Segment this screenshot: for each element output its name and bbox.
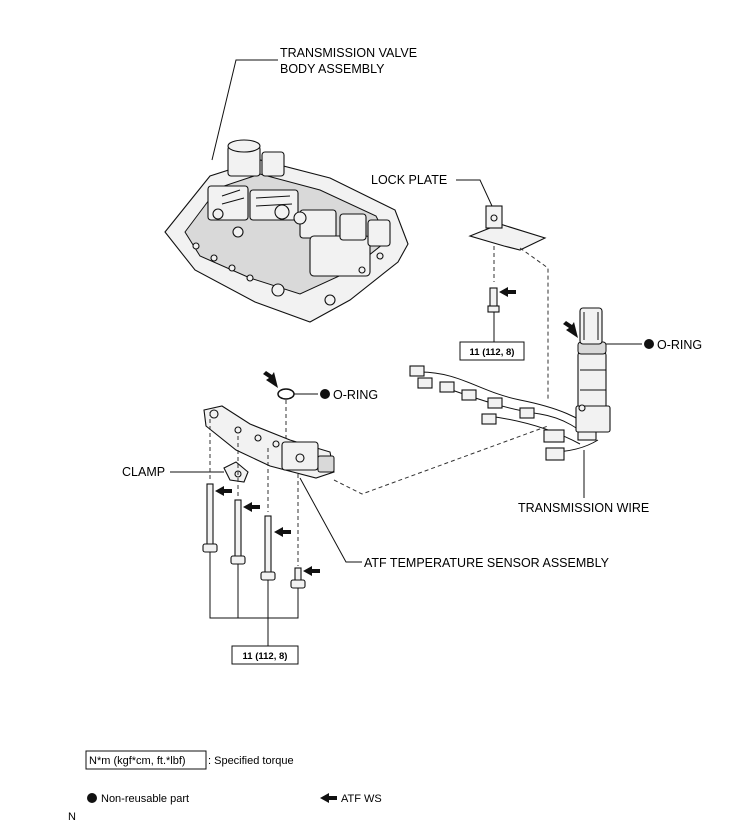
valve-body-label-line2: BODY ASSEMBLY	[280, 62, 385, 76]
transmission-wire-harness	[409, 307, 611, 461]
sensor-bolt-3	[260, 515, 276, 581]
lock-plate-torque: 11 (112, 8)	[470, 347, 515, 358]
atf-temperature-sensor	[203, 405, 335, 479]
atf-ws-arrow-icon	[499, 287, 516, 297]
sensor-bolt-2	[230, 499, 246, 565]
non-reusable-dot-icon	[320, 389, 330, 399]
lock-plate-label: LOCK PLATE	[371, 173, 447, 187]
atf-ws-arrow-icon	[215, 486, 232, 496]
lock-plate-bolt	[487, 287, 500, 313]
legend-torque-text: : Specified torque	[208, 755, 294, 767]
atf-ws-arrow-icon	[303, 566, 320, 576]
sensor-o-ring-label: O-RING	[333, 388, 378, 402]
atf-ws-arrow-icon	[274, 527, 291, 537]
sensor-o-ring	[277, 388, 295, 400]
sensor-bolt-4	[290, 567, 306, 589]
lock-plate	[468, 205, 547, 251]
atf-ws-arrow-icon	[320, 793, 337, 803]
legend: N*m (kgf*cm, ft.*lbf) : Specified torque…	[68, 750, 382, 823]
atf-ws-arrow-icon	[243, 502, 260, 512]
atf-sensor-label: ATF TEMPERATURE SENSOR ASSEMBLY	[364, 556, 610, 570]
legend-torque-box: N*m (kgf*cm, ft.*lbf)	[89, 755, 186, 767]
legend-non-reusable: Non-reusable part	[101, 793, 189, 805]
corner-mark: N	[68, 811, 76, 823]
atf-ws-arrow-icon	[263, 371, 278, 388]
wire-o-ring-label: O-RING	[657, 338, 702, 352]
sensor-bolt-1	[202, 483, 218, 553]
transmission-wire-label: TRANSMISSION WIRE	[518, 501, 649, 515]
atf-ws-arrow-icon	[563, 321, 578, 338]
non-reusable-dot-icon	[644, 339, 654, 349]
valve-body-assembly	[164, 139, 409, 323]
non-reusable-dot-icon	[87, 793, 97, 803]
clamp-label: CLAMP	[122, 465, 165, 479]
legend-atf-ws: ATF WS	[341, 793, 382, 805]
sensor-bolt-torque: 11 (112, 8)	[243, 651, 288, 662]
clamp	[223, 461, 249, 483]
valve-body-label-line1: TRANSMISSION VALVE	[280, 46, 417, 60]
